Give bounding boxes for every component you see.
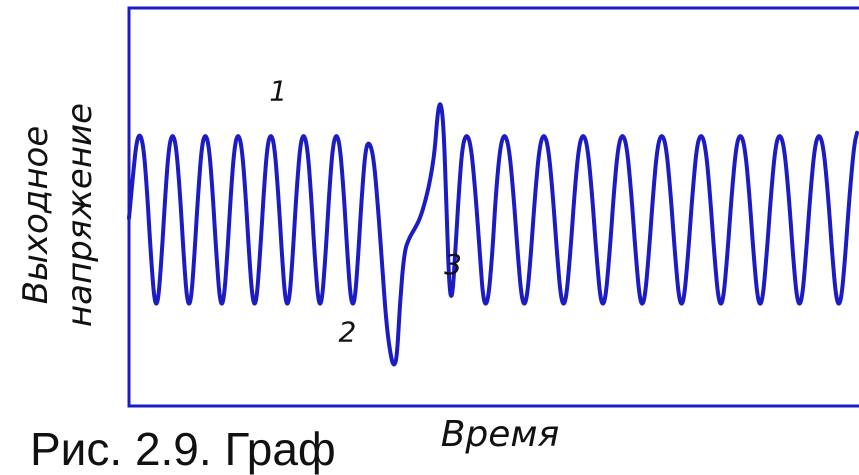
signal-curve xyxy=(127,102,859,367)
annotation-label-1: 1 xyxy=(269,75,287,108)
x-axis-label: Время xyxy=(441,414,560,455)
figure-caption: Рис. 2.9. Граф xyxy=(30,423,336,475)
oscillogram-chart: 1 2 3 Время Выходное напряжение xyxy=(16,6,859,455)
annotation-labels: 1 2 3 xyxy=(269,75,462,349)
y-axis-label-line-2: напряжение xyxy=(60,103,100,327)
annotation-label-3: 3 xyxy=(444,248,462,281)
annotation-label-2: 2 xyxy=(338,315,356,348)
y-axis-label-line-1: Выходное xyxy=(16,126,56,305)
